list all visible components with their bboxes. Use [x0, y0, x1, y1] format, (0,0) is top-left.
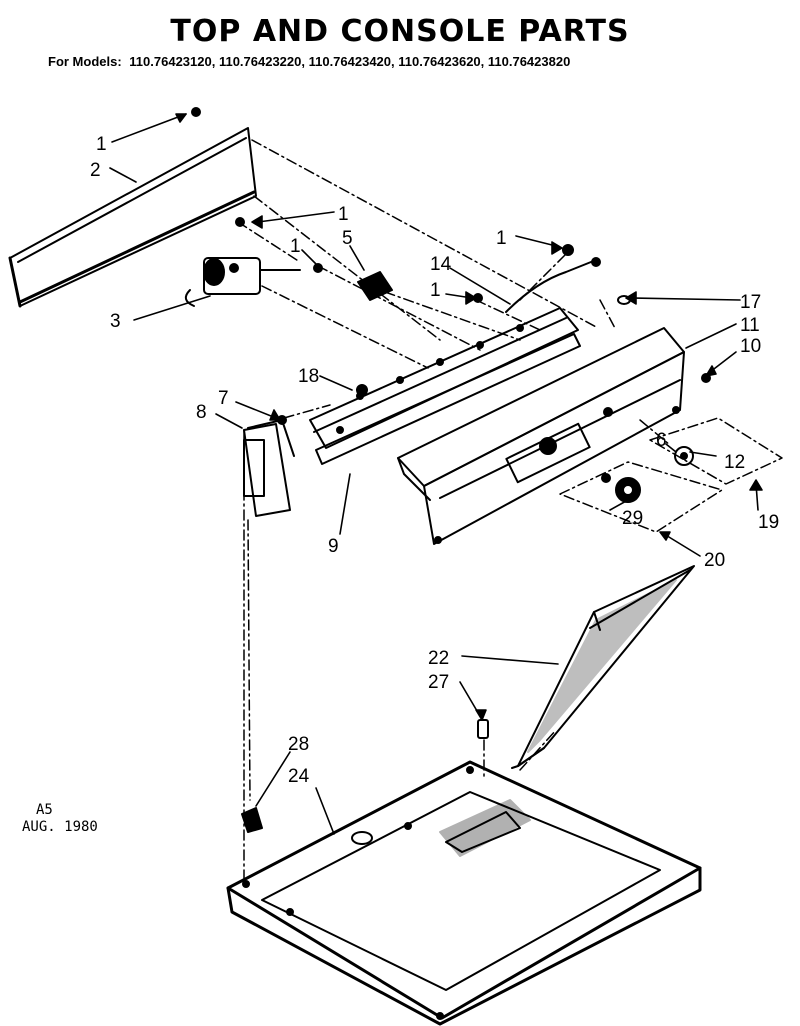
callout-8: 8: [196, 402, 207, 423]
lint-filter-part-22: [511, 565, 695, 769]
callout-1: 1: [496, 228, 507, 249]
screw-part-27: [477, 719, 489, 739]
model-numbers: 110.76423120, 110.76423220, 110.76423420…: [129, 54, 571, 69]
page-title: TOP AND CONSOLE PARTS: [170, 14, 630, 49]
revision-code: A5: [36, 802, 53, 818]
alignment-line: [639, 419, 671, 446]
alignment-line: [251, 139, 599, 329]
callout-19: 19: [758, 512, 779, 533]
alignment-line: [475, 299, 541, 331]
callout-14: 14: [430, 254, 452, 275]
main-top-part-24: [226, 760, 702, 1026]
callout-22: 22: [428, 648, 449, 669]
endcap-part-8: [243, 415, 295, 517]
callout-20: 20: [704, 550, 725, 571]
callout-7: 7: [218, 388, 229, 409]
alignment-line: [253, 195, 441, 341]
bracket-part-9: [309, 307, 581, 465]
callout-12: 12: [724, 452, 745, 473]
knob-icon: [674, 446, 694, 466]
callout-1: 1: [96, 134, 107, 155]
alignment-line: [247, 519, 251, 801]
alignment-line: [384, 291, 521, 341]
alignment-line: [519, 254, 566, 301]
console-part-11: [397, 327, 711, 545]
clip-part-28: [241, 807, 263, 833]
callout-28: 28: [288, 734, 309, 755]
screw-icon: [562, 244, 574, 256]
callout-10: 10: [740, 336, 761, 357]
callout-2: 2: [90, 160, 101, 181]
screw-icon: [313, 263, 323, 273]
callout-1: 1: [430, 280, 441, 301]
callout-labels: 1 2 1 1 5 3 1 14 1 17 11 10 18 7 8 9 6 1…: [90, 134, 779, 787]
model-list: For Models: 110.76423120, 110.76423220, …: [48, 54, 788, 69]
callout-5: 5: [342, 228, 353, 249]
switch-part-5: [313, 263, 393, 301]
callout-29: 29: [622, 508, 643, 529]
callout-24: 24: [288, 766, 310, 787]
callout-9: 9: [328, 536, 339, 557]
callout-17: 17: [740, 292, 761, 313]
leader-lines: [109, 113, 763, 835]
alignment-line: [317, 265, 481, 351]
callout-11: 11: [740, 315, 760, 336]
alignment-line: [283, 404, 331, 419]
alignment-line: [261, 285, 429, 369]
timer-part-3: [184, 257, 301, 307]
rear-panel-part-2: [8, 107, 257, 308]
callout-3: 3: [110, 311, 121, 332]
screw-icon: [356, 384, 368, 396]
callout-1: 1: [290, 236, 301, 257]
assembly-lines: [237, 139, 671, 881]
callout-18: 18: [298, 366, 319, 387]
alignment-line: [237, 221, 301, 263]
model-list-prefix: For Models:: [48, 54, 122, 69]
screw-icon: [235, 217, 245, 227]
revision-date: AUG. 1980: [22, 819, 98, 835]
alignment-line: [599, 299, 617, 331]
revision-stamp: A5 AUG. 1980: [22, 802, 98, 836]
knob-assembly: [559, 417, 783, 533]
screw-icon: [191, 107, 201, 117]
alignment-line: [519, 729, 557, 771]
callout-27: 27: [428, 672, 449, 693]
harness-part-14: [473, 244, 631, 313]
callout-1: 1: [338, 204, 349, 225]
callout-6: 6: [656, 430, 667, 451]
